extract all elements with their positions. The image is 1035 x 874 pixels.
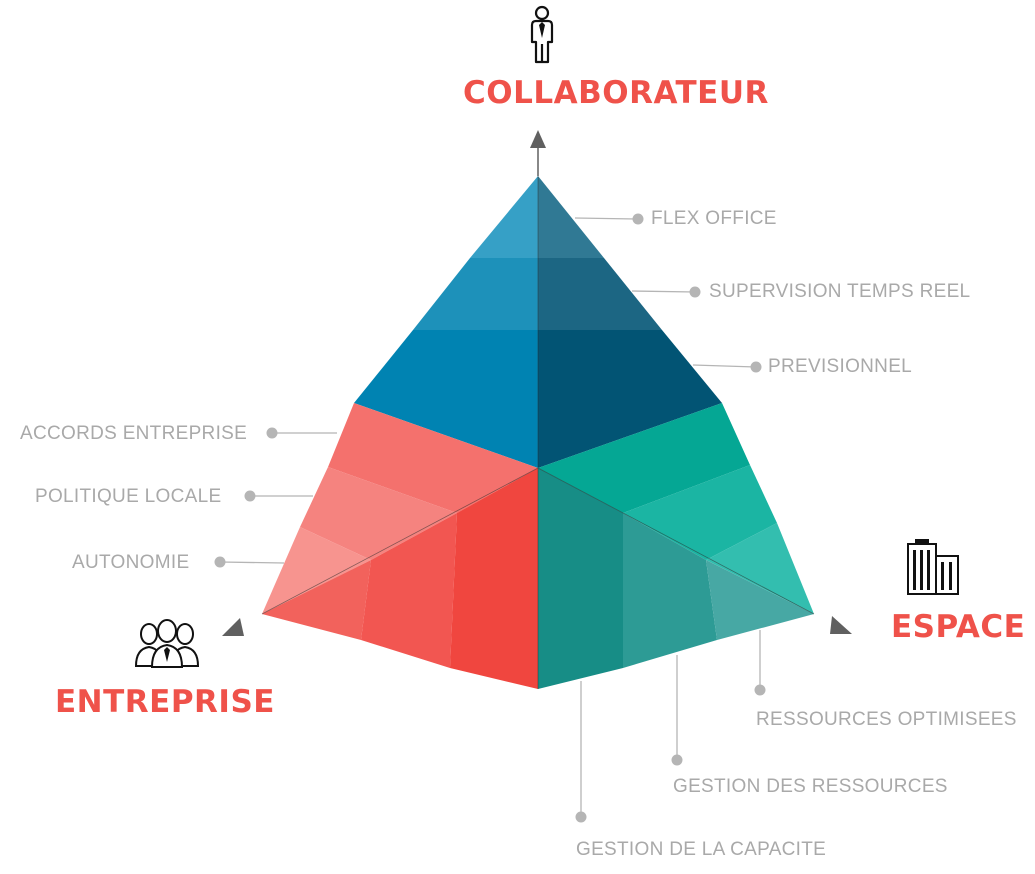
- leader-flex-office: [574, 217, 639, 220]
- collab-band-1-right: [538, 176, 604, 258]
- top-arrowhead: [530, 130, 546, 148]
- collab-band-2-right: [538, 258, 662, 330]
- buildings-icon: [907, 539, 959, 595]
- leader-previsionnel: [692, 364, 757, 368]
- leader-lines: [219, 217, 761, 817]
- label-supervision-temps-reel: SUPERVISION TEMPS REEL: [709, 281, 971, 302]
- dot-gestion-ressources: [671, 754, 683, 766]
- dot-ressources-opt: [754, 684, 766, 696]
- label-accords-entreprise: ACCORDS ENTREPRISE: [20, 423, 248, 444]
- entreprise-low-2: [361, 513, 457, 668]
- dot-previsionnel: [750, 361, 762, 373]
- espace-low-2: [623, 513, 717, 668]
- collab-band-3-left: [354, 330, 538, 468]
- dot-supervision: [689, 286, 701, 298]
- entreprise-title: ENTREPRISE: [55, 684, 275, 720]
- axis-arrows: [222, 130, 852, 636]
- espace-low-3: [706, 560, 814, 640]
- label-politique-locale: POLITIQUE LOCALE: [35, 486, 222, 507]
- seam-left: [261, 467, 539, 615]
- espace-band-1: [538, 403, 750, 513]
- espace-title: ESPACE: [891, 609, 1026, 645]
- right-arrowhead: [830, 616, 852, 634]
- collaborateur-title: COLLABORATEUR: [463, 75, 769, 111]
- dot-accords: [266, 427, 278, 439]
- label-previsionnel: PREVISIONNEL: [768, 356, 913, 377]
- leader-autonomie: [219, 561, 285, 564]
- people-group-icon: [134, 619, 200, 668]
- left-arrowhead: [222, 618, 244, 636]
- entreprise-face: [262, 403, 538, 689]
- dot-autonomie: [214, 556, 226, 568]
- collab-band-3-right: [538, 330, 722, 468]
- label-gestion-des-ressources: GESTION DES RESSOURCES: [673, 776, 948, 797]
- espace-band-2: [623, 465, 777, 560]
- label-flex-office: FLEX OFFICE: [651, 208, 777, 229]
- label-autonomie: AUTONOMIE: [72, 552, 190, 573]
- dot-gestion-capacite: [575, 811, 587, 823]
- entreprise-band-3: [262, 527, 371, 614]
- entreprise-low-3: [450, 468, 538, 689]
- collaborateur-face: [354, 176, 722, 468]
- espace-face: [538, 403, 814, 689]
- collab-band-2-left: [413, 258, 538, 330]
- dot-flex-office: [632, 213, 644, 225]
- person-icon: [530, 5, 554, 64]
- espace-band-3: [706, 523, 814, 614]
- entreprise-low-1: [262, 560, 371, 640]
- leader-supervision: [631, 290, 696, 293]
- seam-right: [537, 467, 815, 615]
- entreprise-band-1: [328, 403, 538, 513]
- entreprise-band-2: [300, 467, 457, 560]
- espace-low-1: [538, 468, 623, 689]
- dot-politique: [244, 490, 256, 502]
- label-gestion-de-la-capacite: GESTION DE LA CAPACITE: [576, 839, 827, 860]
- collab-band-1-left: [470, 176, 538, 258]
- label-ressources-optimisees: RESSOURCES OPTIMISEES: [756, 709, 1017, 730]
- leader-dots: [214, 213, 766, 823]
- pyramid-seams: [261, 176, 815, 689]
